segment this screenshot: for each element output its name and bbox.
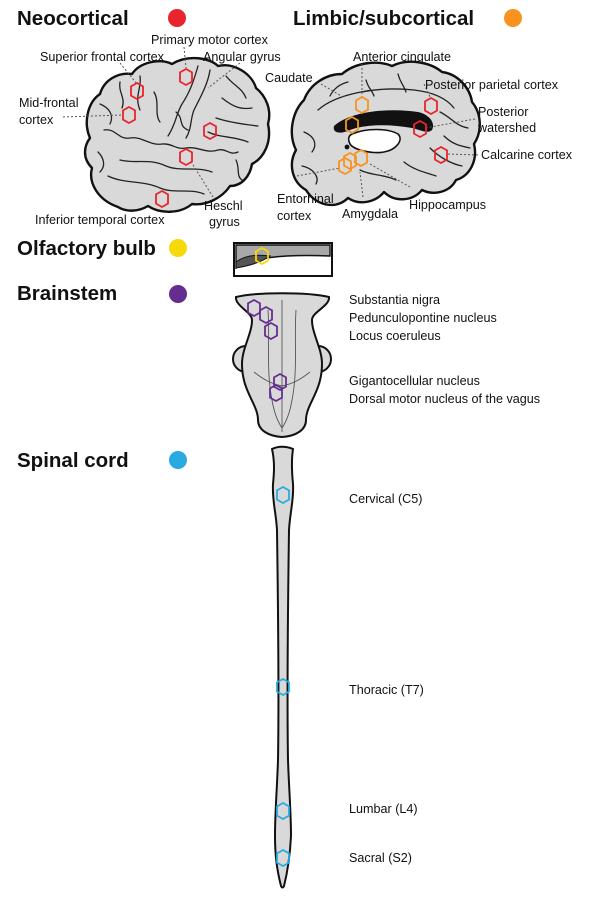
olfactory-bulb-shape — [235, 254, 272, 269]
medial-brain-sulci — [301, 73, 471, 185]
lateral-brain-sulci — [97, 65, 259, 195]
label-thoracic: Thoracic (T7) — [349, 683, 424, 697]
commissure-dot — [344, 144, 350, 150]
label-hippocampus: Hippocampus — [409, 198, 486, 212]
label-posterior-watershed-line2: watershed — [477, 121, 536, 135]
label-superior-frontal: Superior frontal cortex — [40, 50, 165, 64]
spinal-cord-outline — [270, 445, 295, 889]
label-substantia-nigra: Substantia nigra — [349, 293, 440, 307]
label-pedunculopontine: Pedunculopontine nucleus — [349, 311, 497, 325]
spinal-heading: Spinal cord — [17, 449, 129, 472]
limbic-legend-dot — [504, 9, 522, 27]
label-entorhinal-line2: cortex — [277, 209, 312, 223]
label-cervical: Cervical (C5) — [349, 492, 422, 506]
olfactory-legend-dot — [169, 239, 187, 257]
label-heschl-line1: Heschl — [204, 199, 243, 213]
brainstem-outline — [235, 292, 330, 439]
label-locus-coeruleus: Locus coeruleus — [349, 329, 441, 343]
leader-lines — [62, 46, 479, 198]
label-lumbar: Lumbar (L4) — [349, 802, 418, 816]
label-inferior-temporal: Inferior temporal cortex — [35, 213, 165, 227]
thalamus — [347, 128, 401, 154]
lateral-brain-outline — [83, 56, 271, 213]
label-gigantocellular: Gigantocellular nucleus — [349, 374, 480, 388]
label-calcarine: Calcarine cortex — [481, 148, 573, 162]
label-anterior-cingulate: Anterior cingulate — [353, 50, 451, 64]
label-heschl-line2: gyrus — [209, 215, 240, 229]
brainstem-legend-dot — [169, 285, 187, 303]
central-sulcus — [167, 65, 199, 137]
label-angular-gyrus: Angular gyrus — [203, 50, 281, 64]
lateral-brain — [83, 56, 271, 213]
label-caudate: Caudate — [265, 71, 313, 85]
brainstem-lines — [253, 300, 311, 432]
label-primary-motor: Primary motor cortex — [151, 33, 269, 47]
neocortical-legend-dot — [168, 9, 186, 27]
label-sacral: Sacral (S2) — [349, 851, 412, 865]
spinal-legend-dot — [169, 451, 187, 469]
label-posterior-watershed-line1: Posterior — [478, 105, 528, 119]
brainstem-heading: Brainstem — [17, 282, 117, 305]
limbic-heading: Limbic/subcortical — [293, 7, 474, 30]
label-mid-frontal-line1: Mid-frontal — [19, 96, 79, 110]
brainstem — [232, 292, 332, 439]
olfactory-heading: Olfactory bulb — [17, 237, 156, 260]
neocortical-heading: Neocortical — [17, 7, 129, 30]
cingulate-sulcus — [317, 88, 455, 111]
label-mid-frontal-line2: cortex — [19, 113, 54, 127]
label-entorhinal-line1: Entorhinal — [277, 192, 334, 206]
label-amygdala: Amygdala — [342, 207, 398, 221]
olfactory-bulb-panel — [233, 242, 333, 277]
label-dorsal-motor-vagus: Dorsal motor nucleus of the vagus — [349, 392, 540, 406]
label-posterior-parietal: Posterior parietal cortex — [425, 78, 559, 92]
lateral-sulcus — [103, 129, 239, 154]
